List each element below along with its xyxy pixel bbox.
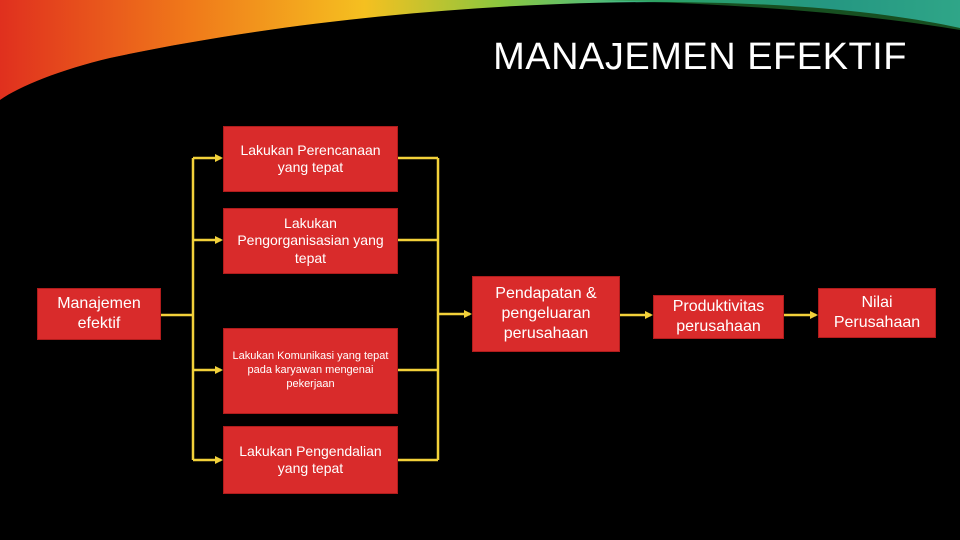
income-expense-label: Pendapatan & pengeluaran perusahaan bbox=[473, 284, 619, 344]
activity-label: Lakukan Pengendalian yang tepat bbox=[224, 443, 397, 478]
activity-box-planning: Lakukan Perencanaan yang tepat bbox=[223, 126, 398, 192]
company-value-box: Nilai Perusahaan bbox=[818, 288, 936, 338]
activity-label: Lakukan Pengorganisasian yang tepat bbox=[224, 215, 397, 268]
activity-box-communication: Lakukan Komunikasi yang tepat pada karya… bbox=[223, 328, 398, 414]
productivity-label: Produktivitas perusahaan bbox=[654, 297, 783, 337]
company-value-label: Nilai Perusahaan bbox=[819, 293, 935, 333]
source-box: Manajemen efektif bbox=[37, 288, 161, 340]
activity-box-controlling: Lakukan Pengendalian yang tepat bbox=[223, 426, 398, 494]
activity-label: Lakukan Perencanaan yang tepat bbox=[224, 142, 397, 177]
activity-label: Lakukan Komunikasi yang tepat pada karya… bbox=[224, 350, 397, 391]
income-expense-box: Pendapatan & pengeluaran perusahaan bbox=[472, 276, 620, 352]
source-label: Manajemen efektif bbox=[38, 294, 160, 334]
activity-box-organizing: Lakukan Pengorganisasian yang tepat bbox=[223, 208, 398, 274]
productivity-box: Produktivitas perusahaan bbox=[653, 295, 784, 339]
